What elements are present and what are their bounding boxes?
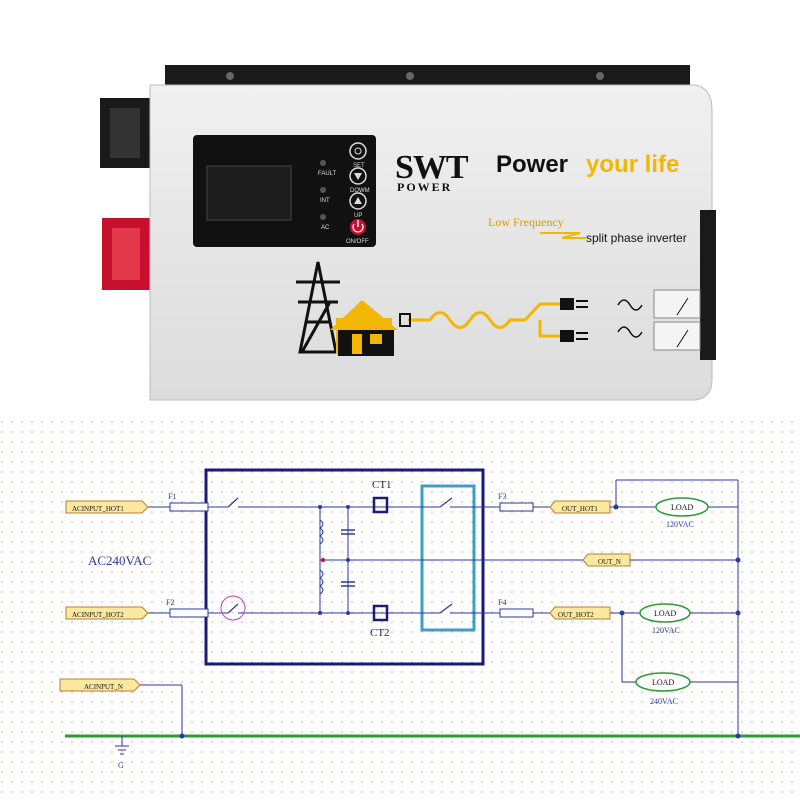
port-acinput-hot1-label: ACINPUT_HOT1 xyxy=(72,505,124,513)
port-out-n-label: OUT_N xyxy=(598,558,621,566)
cable-icon xyxy=(408,302,560,338)
chevron-up-icon xyxy=(354,197,362,204)
plug-icon xyxy=(560,330,574,342)
inductor-icon xyxy=(319,519,324,595)
port-acinput-hot1 xyxy=(65,500,149,514)
up-button[interactable] xyxy=(349,192,367,210)
house-icon xyxy=(330,300,398,356)
int-label: INT xyxy=(320,198,330,204)
set-button[interactable] xyxy=(349,142,367,160)
port-acinput-hot2-label: ACINPUT_HOT2 xyxy=(72,611,124,619)
fault-led xyxy=(320,160,326,166)
plug-icon xyxy=(560,298,574,310)
split-phase-label: split phase inverter xyxy=(586,231,687,245)
tagline-your-life: your life xyxy=(586,151,679,178)
load-2-label: LOAD xyxy=(654,609,676,618)
brand-logo-text: SWT xyxy=(395,149,469,186)
ac-led xyxy=(320,214,326,220)
wiring-schematic: G xyxy=(0,420,800,800)
fuse-f3 xyxy=(499,502,534,512)
power-label: ON/OFF xyxy=(346,239,369,245)
inverter-unit: FAULT INT AC SET DOWM UP ON/OFF SWT POWE… xyxy=(100,65,716,401)
load-3 xyxy=(635,672,691,692)
port-out-hot1-label: OUT_HOT1 xyxy=(562,505,598,513)
input-voltage-label: AC240VAC xyxy=(88,553,151,568)
port-out-hot2-label: OUT_HOT2 xyxy=(558,611,594,619)
fault-label: FAULT xyxy=(318,171,337,177)
set-label: SET xyxy=(353,163,365,169)
load-3-label: LOAD xyxy=(652,678,674,687)
sine-wave-icon xyxy=(617,326,643,338)
relay-coil-marker xyxy=(220,595,246,621)
chevron-down-icon xyxy=(354,173,362,180)
ct2-sensor xyxy=(372,604,389,622)
int-led xyxy=(320,187,326,193)
ground-label: G xyxy=(118,761,124,770)
low-frequency-label: Low Frequency xyxy=(488,215,564,229)
load-2 xyxy=(639,603,691,623)
transfer-relay xyxy=(420,484,476,632)
load-2-voltage: 120VAC xyxy=(652,626,680,635)
plug-icon xyxy=(399,313,411,327)
fuse-f4 xyxy=(499,608,534,618)
sine-wave-icon xyxy=(617,299,643,311)
meter-gauge-icon xyxy=(653,289,701,319)
load-1-voltage: 120VAC xyxy=(666,520,694,529)
fuse-f4-label: F4 xyxy=(498,598,506,607)
ct1-sensor xyxy=(372,496,389,514)
port-out-hot1 xyxy=(549,500,611,514)
fuse-f1 xyxy=(169,502,209,512)
meter-gauge-icon xyxy=(653,321,701,351)
tagline-power: Power xyxy=(496,151,568,178)
fuse-f2 xyxy=(169,608,209,618)
ac-label: AC xyxy=(321,225,330,231)
fuse-f1-label: F1 xyxy=(168,492,176,501)
port-out-n xyxy=(582,553,631,567)
load-1-label: LOAD xyxy=(671,503,693,512)
inverter-boundary xyxy=(204,468,485,666)
lightning-icon xyxy=(540,232,586,239)
brand-logo-subtext: POWER xyxy=(397,180,452,194)
port-acinput-n-label: ACINPUT_N xyxy=(84,683,123,691)
down-label: DOWM xyxy=(350,188,370,194)
mounting-bracket xyxy=(165,65,690,88)
up-label: UP xyxy=(354,213,362,219)
port-out-hot2 xyxy=(549,606,611,620)
power-tower-icon xyxy=(296,261,340,354)
fuse-f2-label: F2 xyxy=(166,598,174,607)
load-1 xyxy=(655,497,709,517)
power-icon xyxy=(352,223,364,233)
fuse-f3-label: F3 xyxy=(498,492,506,501)
ct1-label: CT1 xyxy=(372,479,392,491)
port-acinput-n xyxy=(59,678,141,692)
load-3-voltage: 240VAC xyxy=(650,697,678,706)
lcd-display xyxy=(206,165,292,221)
ct2-label: CT2 xyxy=(370,627,390,639)
port-acinput-hot2 xyxy=(65,606,149,620)
down-button[interactable] xyxy=(349,167,367,185)
